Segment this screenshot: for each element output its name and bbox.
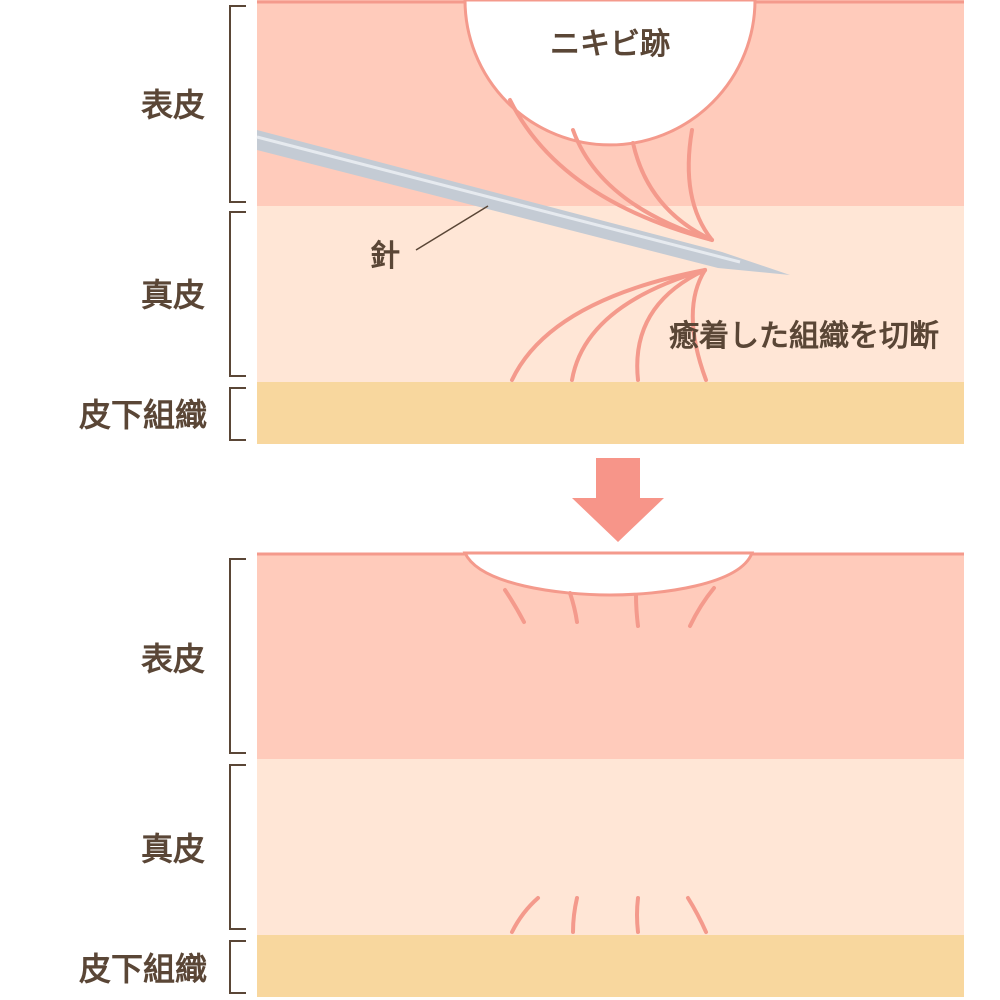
before-subcutis-bracket (229, 387, 246, 441)
after-panel: 表皮 真皮 皮下組織 (79, 551, 964, 997)
acne-scar-crater (463, 0, 757, 147)
improved-scar-dent (462, 551, 755, 597)
after-subcutis-bracket (229, 940, 246, 994)
needle-shaft (257, 130, 790, 275)
before-epidermis-label: 表皮 (141, 86, 205, 124)
down-arrow (572, 458, 664, 542)
needle-label: 針 (370, 239, 400, 274)
before-epidermis-bracket (229, 5, 246, 203)
after-subcutis-layer (257, 935, 964, 997)
before-subcutis-label: 皮下組織 (79, 396, 207, 434)
needle-highlight (256, 135, 741, 264)
released-fibers-upper (503, 586, 716, 628)
after-dermis-bracket (229, 764, 246, 930)
needle (256, 130, 790, 275)
before-dermis-bracket (229, 211, 246, 377)
before-dermis-label: 真皮 (141, 276, 205, 314)
cut-adhesion-caption: 癒着した組織を切断 (669, 319, 939, 354)
adhesion-fibers-upper (508, 98, 714, 242)
before-panel: 表皮 真皮 皮下組織 ニキビ跡 針 癒着した組織を切断 (79, 0, 964, 444)
needle-leader-line (415, 205, 489, 251)
acne-scar-label: ニキビ跡 (550, 27, 670, 62)
after-subcutis-label: 皮下組織 (79, 950, 207, 988)
after-epidermis-label: 表皮 (141, 640, 205, 678)
after-dermis-label: 真皮 (141, 830, 205, 868)
released-fibers-lower (510, 896, 708, 934)
before-subcutis-layer (257, 382, 964, 444)
after-epidermis-bracket (229, 558, 246, 754)
after-dermis-layer (257, 759, 964, 935)
adhesion-fibers-lower (510, 268, 708, 382)
